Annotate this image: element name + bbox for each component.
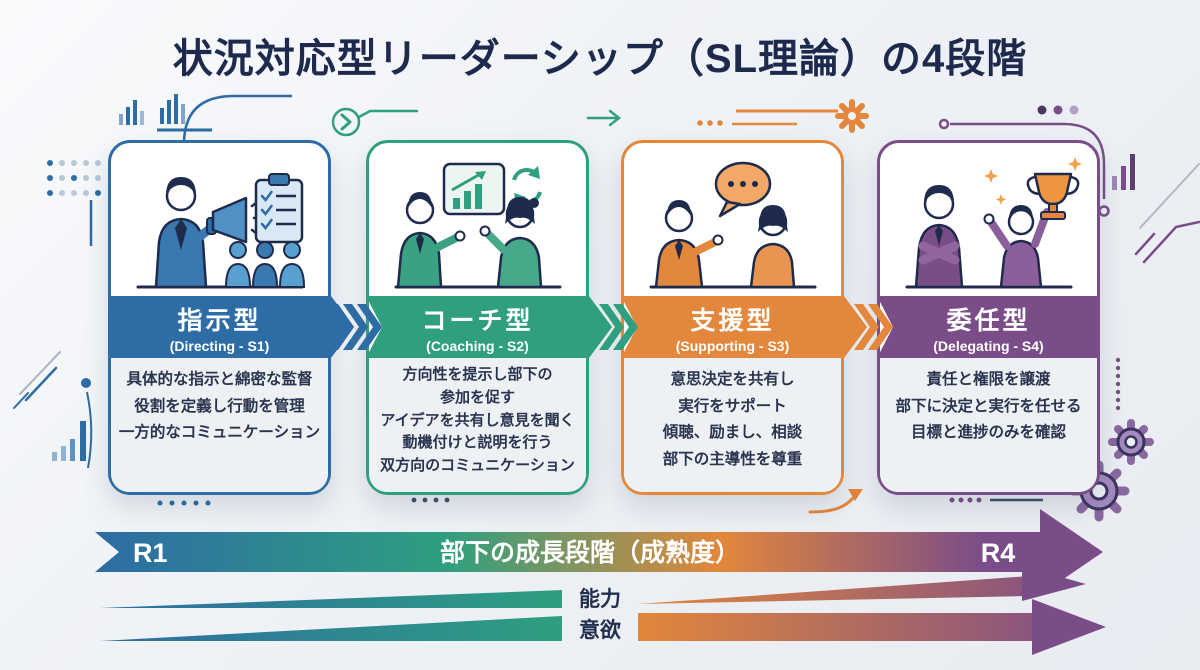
description-line: 双方向のコミュニケーション [380, 457, 575, 475]
stage-card-directing: 指示型 (Directing - S1) 具体的な指示と綿密な監督 役割を定義し… [108, 140, 354, 495]
stage-subtitle: (Supporting - S3) [675, 338, 790, 354]
stage-name: 指示型 [177, 307, 262, 335]
ability-growth-line: 能力 [100, 566, 1086, 611]
stage-name: コーチ型 [421, 307, 534, 335]
description-line: 動機付けと説明を行う [402, 434, 553, 452]
card-body-background [880, 358, 1097, 492]
description-line: 一方的なコミュニケーション [118, 424, 321, 442]
stage-band-text: コーチ型 (Coaching - S2) [366, 296, 589, 358]
stage-band-text: 指示型 (Directing - S1) [108, 296, 331, 358]
description-line: 役割を定義し行動を管理 [134, 397, 305, 415]
stage-subtitle: (Delegating - S4) [933, 338, 1044, 354]
willingness-label: 意欲 [579, 618, 621, 642]
stage-band-text: 委任型 (Delegating - S4) [877, 296, 1100, 358]
description-line: 責任と権限を譲渡 [926, 371, 1051, 388]
card-body-background [369, 358, 586, 492]
description-line: 部下の主導性を尊重 [662, 450, 803, 468]
supporting-conversation-icon [649, 161, 817, 289]
stage-band [621, 296, 867, 358]
stage-band [108, 296, 354, 358]
description-line: 実行をサポート [678, 397, 787, 415]
page-title: 状況対応型リーダーシップ（SL理論）の4段階 [172, 37, 1028, 81]
stage-description: 意思決定を共有し 実行をサポート 傾聴、励まし、相談 部下の主導性を尊重 [626, 367, 839, 474]
stage-band-text: 支援型 (Supporting - S3) [621, 296, 844, 358]
description-line: 目標と進捗のみを確認 [910, 424, 1066, 442]
description-line: 方向性を提示し部下の [402, 366, 553, 383]
audience-icon [224, 241, 306, 288]
stage-description: 責任と権限を譲渡 部下に決定と実行を任せる 目標と進捗のみを確認 [882, 367, 1095, 447]
stage-subtitle: (Coaching - S2) [426, 338, 529, 354]
description-line: 具体的な指示と綿密な監督 [126, 371, 313, 388]
stage-description: 方向性を提示し部下の 参加を促す アイデアを共有し意見を聞く 動機付けと説明を行… [371, 364, 584, 478]
stage-band [366, 296, 612, 358]
trophy-icon [1026, 172, 1080, 220]
chevrons-stage2-to-stage3 [585, 304, 638, 350]
growth-chart-icon [442, 162, 506, 216]
stage-subtitle: (Directing - S1) [169, 338, 270, 354]
stage-card-delegating: 委任型 (Delegating - S4) 責任と権限を譲渡 部下に決定と実行を… [877, 140, 1100, 495]
description-line: アイデアを共有し意見を聞く [380, 411, 575, 429]
maturity-left-label: R1 [133, 538, 168, 568]
delegating-success-icon [905, 157, 1082, 289]
checklist-icon [254, 173, 304, 244]
description-line: 部下に決定と実行を任せる [895, 397, 1082, 415]
card-body-background [624, 358, 841, 492]
stage-name: 委任型 [946, 307, 1031, 335]
chevrons-stage3-to-stage4 [840, 304, 893, 350]
stage-card-supporting: 支援型 (Supporting - S3) 意思決定を共有し 実行をサポート 傾… [621, 140, 867, 495]
description-line: 参加を促す [439, 388, 515, 406]
willingness-growth-line: 意欲 [100, 599, 1106, 655]
speech-bubble-icon [714, 161, 772, 218]
stage-card-coaching: コーチ型 (Coaching - S2) 方向性を提示し部下の 参加を促す アイ… [366, 140, 612, 495]
ability-label: 能力 [579, 587, 621, 611]
card-body-background [111, 358, 328, 492]
maturity-arrow: R1 部下の成長段階（成熟度） R4 [95, 509, 1103, 595]
coaching-discussion-icon [394, 162, 562, 289]
description-line: 意思決定を共有し [670, 371, 795, 388]
crossed-arms [918, 241, 960, 265]
description-line: 傾聴、励まし、相談 [662, 424, 803, 442]
chevrons-stage1-to-stage2 [329, 304, 382, 350]
megaphone-manager-icon [136, 173, 306, 289]
maturity-center-label: 部下の成長段階（成熟度） [440, 538, 740, 567]
stage-band [877, 296, 1100, 358]
stage-name: 支援型 [690, 307, 775, 335]
maturity-right-label: R4 [981, 538, 1016, 568]
stage-description: 具体的な指示と綿密な監督 役割を定義し行動を管理 一方的なコミュニケーション [113, 367, 326, 447]
